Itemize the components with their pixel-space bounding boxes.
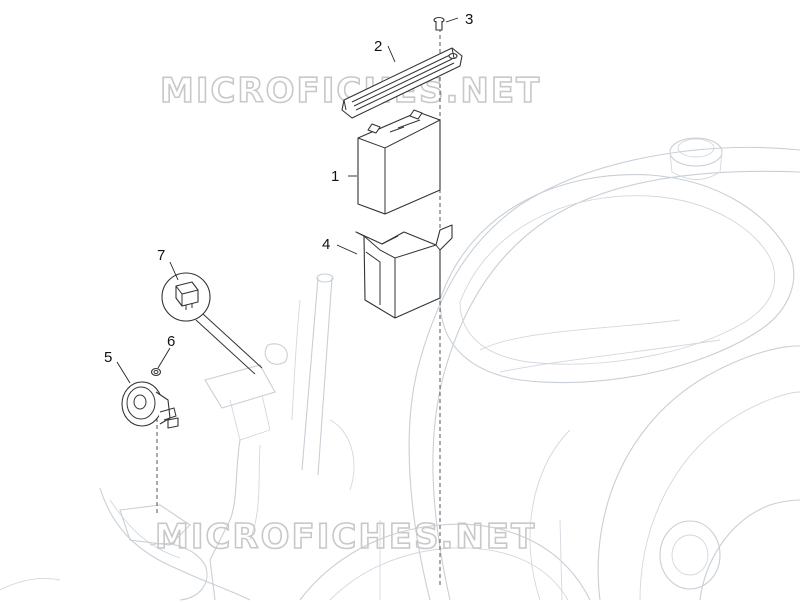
nut xyxy=(150,367,162,377)
screw xyxy=(433,16,445,31)
callout-6: 6 xyxy=(167,333,175,350)
callout-5: 5 xyxy=(104,349,112,366)
battery-strap xyxy=(341,47,463,119)
callout-4: 4 xyxy=(322,236,330,253)
battery xyxy=(357,109,441,215)
leader-lines xyxy=(116,17,459,384)
relay-detail xyxy=(161,272,263,375)
watermark-bottom: MICROFICHES.NET xyxy=(155,517,536,557)
horn xyxy=(121,381,179,429)
callout-2: 2 xyxy=(374,38,382,55)
callout-1: 1 xyxy=(331,168,339,185)
scooter-frame-ghost xyxy=(0,137,800,601)
callout-3: 3 xyxy=(465,11,473,28)
callout-7: 7 xyxy=(157,247,165,264)
battery-box xyxy=(355,224,453,319)
